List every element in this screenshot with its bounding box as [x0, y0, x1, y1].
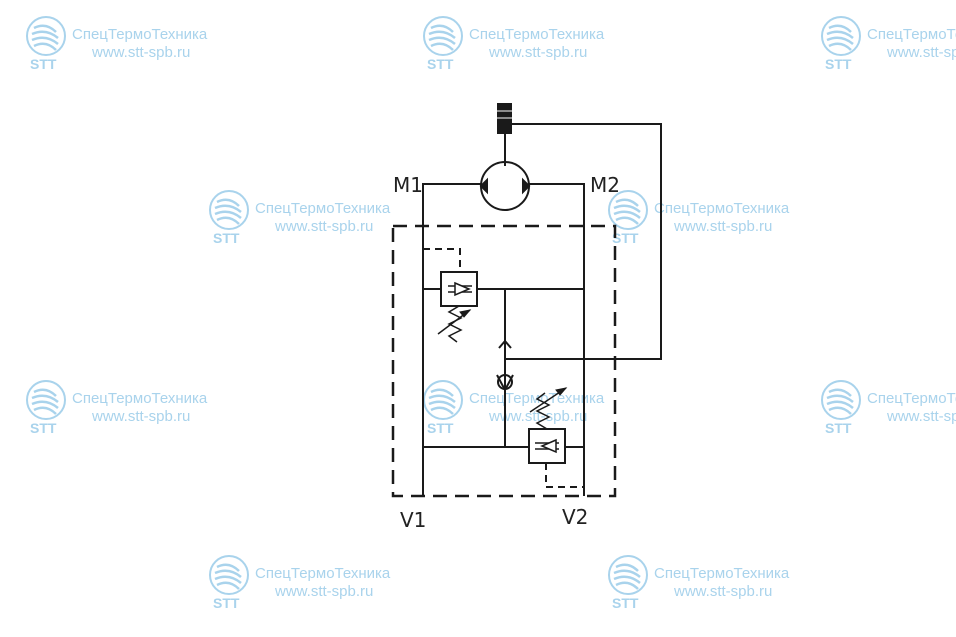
watermark-company: СпецТермоТехника: [255, 200, 391, 217]
watermark-abbr: STT: [612, 230, 639, 246]
watermark-company: СпецТермоТехника: [867, 26, 956, 43]
watermark-company: СпецТермоТехника: [469, 26, 605, 43]
stt-logo-icon: [608, 555, 648, 595]
watermark-company: СпецТермоТехника: [867, 390, 956, 407]
watermark-abbr: STT: [30, 420, 57, 436]
port-label-m1: M1: [393, 173, 423, 197]
watermark-abbr: STT: [213, 595, 240, 611]
stt-logo-icon: [608, 190, 648, 230]
watermark-abbr: STT: [427, 56, 454, 72]
port-label-m2: M2: [590, 173, 620, 197]
port-label-v1: V1: [400, 508, 427, 532]
watermark-website: www.stt-spb.ru: [674, 583, 773, 600]
port-label-v2: V2: [562, 505, 589, 529]
stt-logo-icon: [423, 16, 463, 56]
watermark-website: www.stt-spb.ru: [489, 408, 588, 425]
line-m2: [529, 183, 585, 496]
watermark-website: www.stt-spb.ru: [887, 408, 956, 425]
watermark-website: www.stt-spb.ru: [275, 218, 374, 235]
spring-lower-icon: [535, 392, 551, 430]
stt-logo-icon: [26, 16, 66, 56]
watermark-website: www.stt-spb.ru: [887, 44, 956, 61]
watermark-website: www.stt-spb.ru: [92, 44, 191, 61]
flow-arrow-icon: [498, 339, 512, 349]
watermark-website: www.stt-spb.ru: [275, 583, 374, 600]
stt-logo-icon: [209, 190, 249, 230]
watermark-company: СпецТермоТехника: [654, 565, 790, 582]
watermark-website: www.stt-spb.ru: [92, 408, 191, 425]
watermark-abbr: STT: [427, 420, 454, 436]
watermark-abbr: STT: [825, 56, 852, 72]
stt-logo-icon: [821, 16, 861, 56]
stt-logo-icon: [209, 555, 249, 595]
spring-upper-icon: [447, 305, 463, 343]
stt-logo-icon: [821, 380, 861, 420]
watermark-website: www.stt-spb.ru: [674, 218, 773, 235]
watermark-abbr: STT: [213, 230, 240, 246]
line-m1: [422, 183, 481, 496]
watermark-company: СпецТермоТехника: [654, 200, 790, 217]
hydraulic-motor-icon: [480, 161, 530, 211]
watermark-company: СпецТермоТехника: [72, 26, 208, 43]
valve-block-boundary: [391, 224, 617, 498]
watermark-website: www.stt-spb.ru: [489, 44, 588, 61]
watermark-abbr: STT: [612, 595, 639, 611]
watermark-abbr: STT: [30, 56, 57, 72]
watermark-company: СпецТермоТехника: [72, 390, 208, 407]
watermark-abbr: STT: [825, 420, 852, 436]
watermark-company: СпецТермоТехника: [255, 565, 391, 582]
stt-logo-icon: [26, 380, 66, 420]
